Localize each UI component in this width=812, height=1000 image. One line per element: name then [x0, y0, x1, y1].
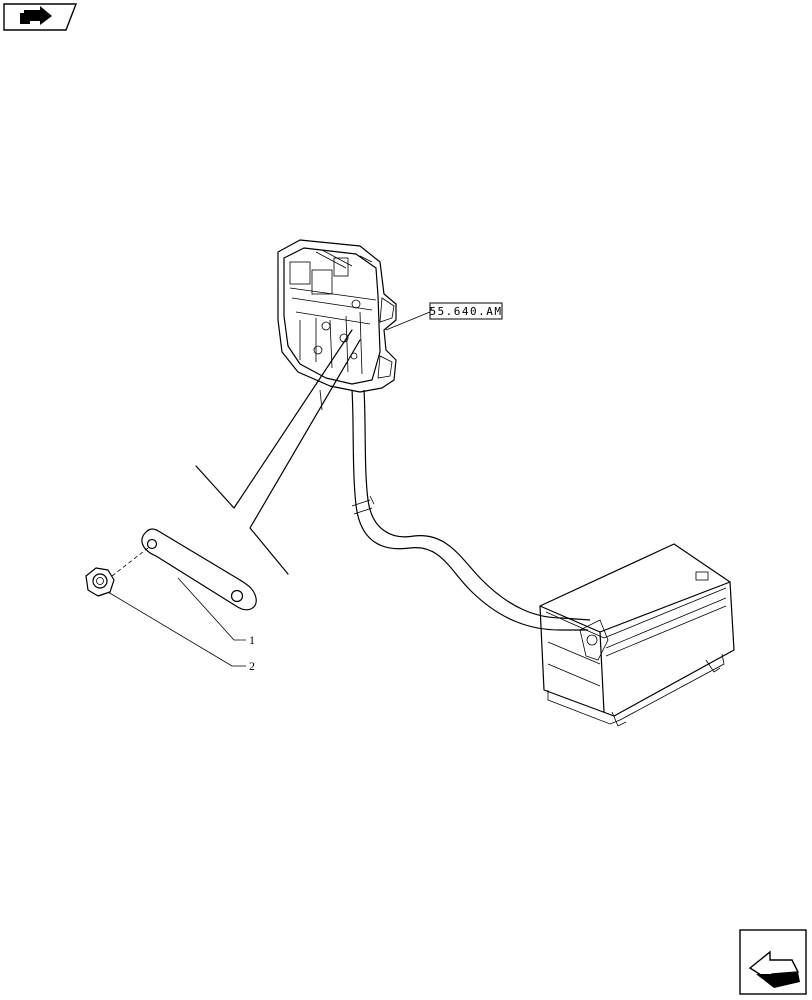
nut-part — [85, 547, 149, 597]
strap-part — [141, 528, 257, 611]
leader-lines — [195, 329, 361, 575]
battery-drawing — [539, 543, 735, 727]
reference-box[interactable]: 55.640.AM — [385, 302, 503, 331]
callout-1: 1 — [249, 633, 255, 647]
header-book-arrow-icon[interactable] — [3, 3, 78, 31]
callout-2: 2 — [249, 659, 255, 673]
callout-leaders — [107, 577, 246, 667]
reference-label: 55.640.AM — [429, 305, 502, 318]
footer-next-page-arrow-icon[interactable] — [739, 929, 807, 995]
battery-cable — [351, 389, 591, 631]
fuse-box-drawing — [277, 239, 397, 393]
